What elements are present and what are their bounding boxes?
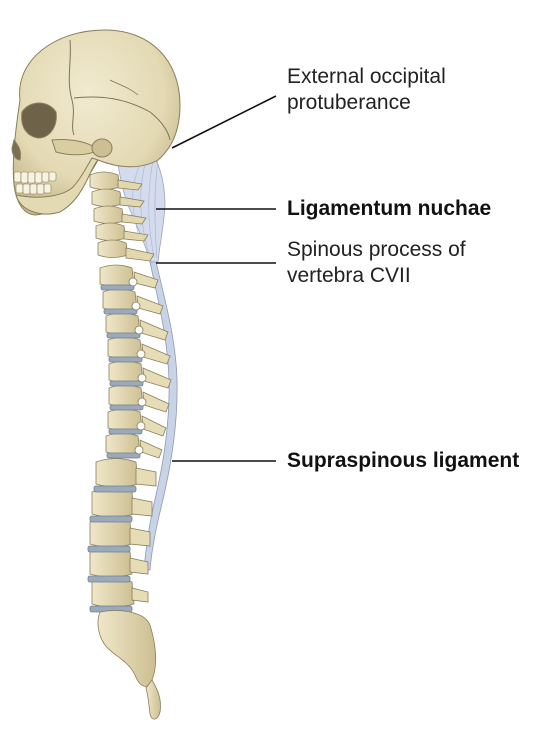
label-occipital-line1: External occipital bbox=[287, 65, 446, 88]
sacrum bbox=[97, 610, 156, 687]
label-external-occipital-protuberance: External occipital protuberance bbox=[287, 64, 446, 116]
skull bbox=[11, 29, 181, 216]
label-spinous-line1: Spinous process of bbox=[287, 238, 466, 261]
coccyx bbox=[145, 679, 161, 720]
vertebral-column bbox=[87, 171, 172, 720]
label-spinous-process-cvii: Spinous process of vertebra CVII bbox=[287, 237, 466, 289]
label-supraspinous-ligament: Supraspinous ligament bbox=[287, 449, 520, 472]
label-ligamentum-nuchae: Ligamentum nuchae bbox=[287, 197, 492, 220]
label-occipital-line2: protuberance bbox=[287, 91, 411, 114]
leader-line-occipital bbox=[171, 95, 277, 149]
label-spinous-line2: vertebra CVII bbox=[287, 264, 411, 287]
leader-lines bbox=[156, 95, 277, 462]
